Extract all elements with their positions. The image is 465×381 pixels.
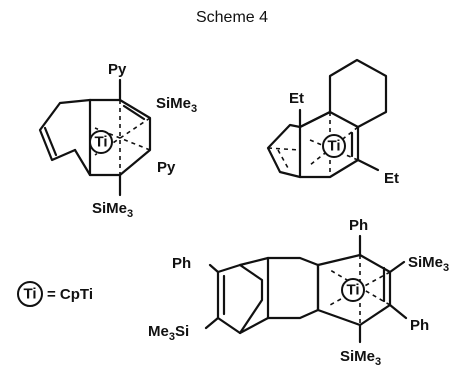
- double-bond: [122, 104, 146, 121]
- scheme-title: Scheme 4: [196, 9, 268, 26]
- legend-definition: = CpTi: [47, 286, 93, 303]
- sub-top: Py: [108, 61, 127, 78]
- structure-3: Ti Ph Me3Si Ph SiMe3 Ph SiMe3: [148, 217, 449, 368]
- ti-label: Ti: [94, 134, 107, 151]
- cyclopentadiene-bonds: [266, 123, 302, 179]
- cyclohexane-bonds: [328, 58, 388, 129]
- cyclopentene-bonds: [38, 98, 92, 162]
- legend: Ti = CpTi: [17, 281, 93, 307]
- legend-symbol: Ti: [23, 286, 36, 303]
- ti-metal-icon: [341, 278, 365, 302]
- left-ring-bonds: [216, 256, 270, 335]
- structure-2: Ti Et Et: [266, 58, 399, 187]
- ring-top-bond: [298, 110, 332, 129]
- ti-metal-icon: [89, 130, 113, 154]
- substituent-bonds: [204, 234, 408, 344]
- allyl-dashes: [267, 127, 301, 177]
- et-bottom-bond: [356, 158, 380, 172]
- ti-label: Ti: [327, 138, 340, 155]
- sub-left-bottom: Me3Si: [148, 323, 189, 343]
- sub-bottom-right: Et: [384, 170, 399, 187]
- ti-label: Ti: [346, 282, 359, 299]
- sub-top: Ph: [349, 217, 368, 234]
- ti-metal-icon: [322, 134, 346, 158]
- sub-bridgehead: Et: [289, 90, 304, 107]
- sub-left: Ph: [172, 255, 191, 272]
- sub-bottom-right: Py: [157, 159, 176, 176]
- sub-bottom: SiMe3: [340, 348, 381, 368]
- ti-legend-icon: [17, 281, 43, 307]
- sub-right: SiMe3: [408, 254, 449, 274]
- structure-1: Ti Py SiMe3 Py SiMe3: [38, 61, 197, 220]
- bridge-bonds: [238, 256, 320, 335]
- sub-right: SiMe3: [156, 95, 197, 115]
- cyclopentene-double: [43, 126, 58, 157]
- ring-bonds: [73, 98, 152, 177]
- sub-bottom: SiMe3: [92, 200, 133, 220]
- sub-bottom-right: Ph: [410, 317, 429, 334]
